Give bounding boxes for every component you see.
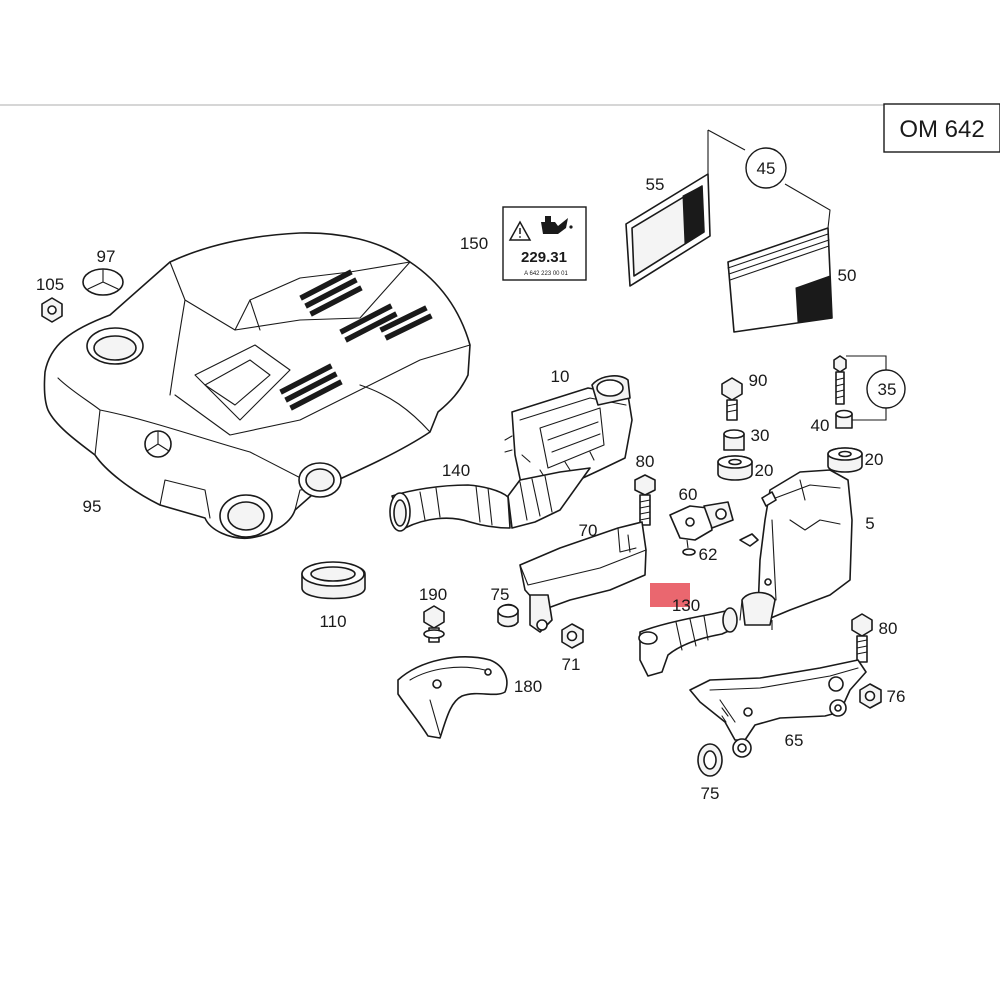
highlight-marker xyxy=(650,583,690,607)
label-35: 35 xyxy=(878,380,897,399)
sensor-60 xyxy=(669,501,734,549)
label-75-lower: 75 xyxy=(701,784,720,803)
label-60: 60 xyxy=(679,485,698,504)
label-5: 5 xyxy=(865,514,874,533)
label-95: 95 xyxy=(83,497,102,516)
label-75-upper: 75 xyxy=(491,585,510,604)
label-20-right: 20 xyxy=(865,450,884,469)
bracket-65 xyxy=(689,659,867,758)
label-10: 10 xyxy=(551,367,570,386)
label-130: 130 xyxy=(672,596,700,615)
intake-pipe-130 xyxy=(638,607,738,677)
kit-bracket-45 xyxy=(707,129,831,229)
bolt-80-upper xyxy=(634,474,656,526)
air-filter-50 xyxy=(727,227,833,333)
label-70: 70 xyxy=(579,521,598,540)
engine-code: OM 642 xyxy=(899,116,984,143)
label-40: 40 xyxy=(811,416,830,435)
bolt-90 xyxy=(721,377,743,421)
oil-can-icon xyxy=(541,216,573,234)
intake-duct-70 xyxy=(519,521,647,633)
oil-spec-number: 229.31 xyxy=(521,249,567,266)
label-80-lower: 80 xyxy=(879,619,898,638)
label-71: 71 xyxy=(562,655,581,674)
label-105: 105 xyxy=(36,275,64,294)
oil-spec-label-150: 229.31 A 642 223 00 01 xyxy=(502,206,587,281)
air-filter-housing-10 xyxy=(504,375,633,499)
nut-105 xyxy=(41,297,63,323)
label-50: 50 xyxy=(838,266,857,285)
grommet-75-upper xyxy=(497,603,519,628)
grommet-75-lower xyxy=(697,743,723,777)
label-110: 110 xyxy=(319,612,346,631)
label-65: 65 xyxy=(785,731,804,750)
engine-code-box: OM 642 xyxy=(883,103,1000,153)
oil-label-part-number: A 642 223 00 01 xyxy=(524,271,568,277)
air-duct-housing-5 xyxy=(739,469,853,630)
intake-hose-140 xyxy=(389,467,591,532)
emblem-star-97 xyxy=(82,268,124,296)
nut-76 xyxy=(859,683,882,709)
bolt-190 xyxy=(423,605,445,643)
label-90: 90 xyxy=(749,371,768,390)
bolt-35 xyxy=(833,355,906,421)
label-62: 62 xyxy=(699,545,718,564)
label-180: 180 xyxy=(514,677,542,696)
label-97: 97 xyxy=(97,247,116,266)
seal-ring-62 xyxy=(682,548,696,556)
label-190: 190 xyxy=(419,585,447,604)
label-80-upper: 80 xyxy=(636,452,655,471)
air-filter-55 xyxy=(625,173,711,287)
label-20-left: 20 xyxy=(755,461,774,480)
label-76: 76 xyxy=(887,687,906,706)
label-140: 140 xyxy=(442,461,470,480)
grommet-110 xyxy=(301,561,366,600)
label-150: 150 xyxy=(460,234,488,253)
rubber-mount-20-right xyxy=(827,447,863,473)
label-45: 45 xyxy=(757,159,776,178)
label-30: 30 xyxy=(751,426,770,445)
engine-cover-95 xyxy=(43,232,471,540)
heat-shield-180 xyxy=(397,656,508,739)
nut-71 xyxy=(561,623,584,649)
spacer-40 xyxy=(835,409,853,429)
spacer-30 xyxy=(723,429,745,451)
label-55: 55 xyxy=(646,175,665,194)
bolt-80-lower xyxy=(851,613,873,663)
rubber-mount-20-left xyxy=(717,455,753,481)
